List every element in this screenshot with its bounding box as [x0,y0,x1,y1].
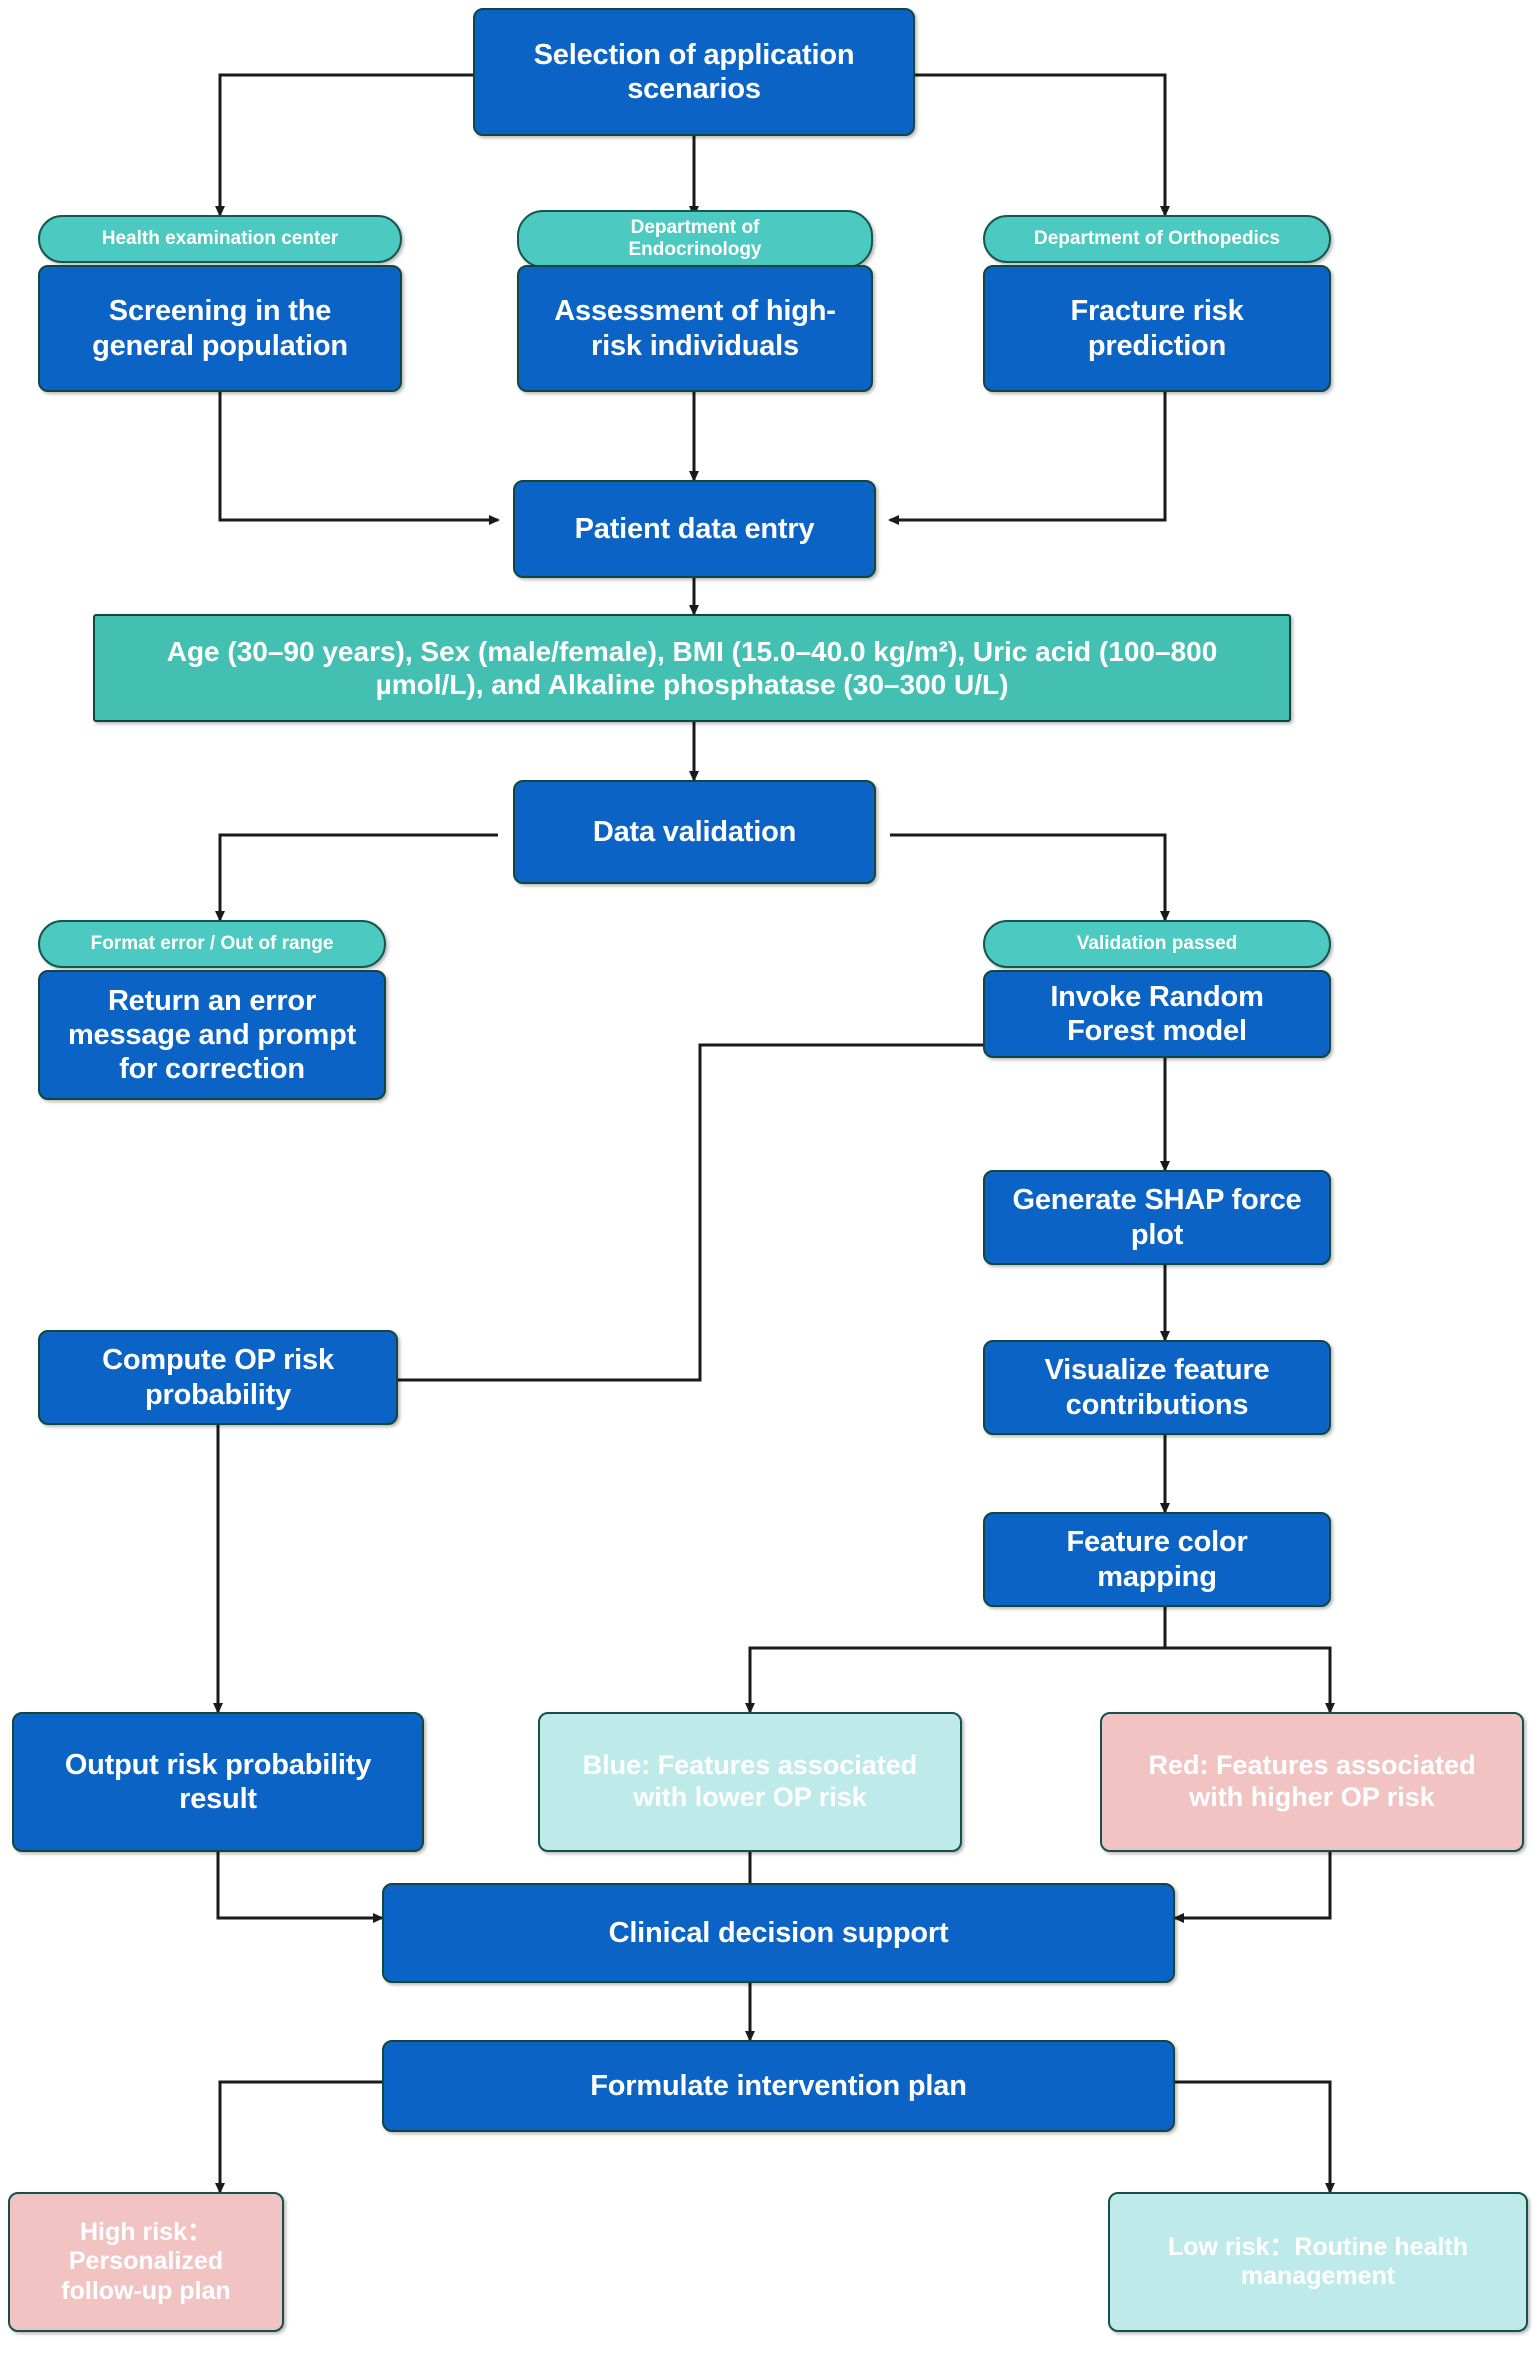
node-data-validation[interactable]: Data validation [513,780,876,884]
node-visualize-feature-contributions[interactable]: Visualize feature contributions [983,1340,1331,1435]
node-blue-features-lower-op-risk[interactable]: Blue: Features associated with lower OP … [538,1712,962,1852]
node-pill-validation-passed[interactable]: Validation passed [983,920,1331,968]
output-risk-label: Output risk probability result [64,1748,372,1815]
node-feature-color-mapping[interactable]: Feature color mapping [983,1512,1331,1607]
visualize-features-label: Visualize feature contributions [1044,1354,1270,1421]
node-clinical-decision-support[interactable]: Clinical decision support [382,1883,1175,1983]
node-compute-op-risk-probability[interactable]: Compute OP risk probability [38,1330,398,1425]
blue-features-label: Blue: Features associated with lower OP … [582,1750,918,1812]
node-screening-general-population[interactable]: Screening in the general population [38,265,402,392]
intervention-plan-label: Formulate intervention plan [590,2069,967,2102]
node-pill-health-examination-center[interactable]: Health examination center [38,215,402,263]
screening-label: Screening in the general population [92,295,348,362]
node-formulate-intervention-plan[interactable]: Formulate intervention plan [382,2040,1175,2132]
node-red-features-higher-op-risk[interactable]: Red: Features associated with higher OP … [1100,1712,1524,1852]
node-low-risk-routine-management[interactable]: Low risk：Routine health management [1108,2192,1528,2332]
pill-validation-passed-label: Validation passed [1076,932,1238,954]
node-output-risk-probability-result[interactable]: Output risk probability result [12,1712,424,1852]
pill-format-error-label: Format error / Out of range [90,932,334,954]
node-patient-data-entry[interactable]: Patient data entry [513,480,876,578]
invoke-rf-label: Invoke Random Forest model [1050,980,1264,1047]
low-risk-label: Low risk：Routine health management [1167,2232,1469,2291]
pill-health-center-label: Health examination center [101,227,339,249]
node-input-variables-band[interactable]: Age (30–90 years), Sex (male/female), BM… [93,614,1291,722]
node-selection-label: Selection of application scenarios [533,38,855,105]
red-features-label: Red: Features associated with higher OP … [1148,1750,1476,1812]
input-variables-label: Age (30–90 years), Sex (male/female), BM… [166,635,1218,700]
node-pill-format-error-out-of-range[interactable]: Format error / Out of range [38,920,386,968]
node-pill-department-of-orthopedics[interactable]: Department of Orthopedics [983,215,1331,263]
node-assessment-high-risk-individuals[interactable]: Assessment of high- risk individuals [517,265,873,392]
patient-data-entry-label: Patient data entry [574,512,815,545]
compute-op-risk-label: Compute OP risk probability [102,1344,334,1411]
data-validation-label: Data validation [592,815,797,848]
high-risk-label: High risk：Personalized follow-up plan [61,2217,231,2305]
feature-color-mapping-label: Feature color mapping [1066,1526,1248,1593]
pill-endocrinology-label: Department of Endocrinology [628,216,762,260]
generate-shap-label: Generate SHAP force plot [1012,1184,1302,1251]
node-generate-shap-force-plot[interactable]: Generate SHAP force plot [983,1170,1331,1265]
node-high-risk-followup-plan[interactable]: High risk：Personalized follow-up plan [8,2192,284,2332]
node-selection-of-application-scenarios[interactable]: Selection of application scenarios [473,8,915,136]
assessment-label: Assessment of high- risk individuals [554,295,836,362]
fracture-label: Fracture risk prediction [1070,295,1244,362]
return-error-label: Return an error message and prompt for c… [67,984,357,1086]
node-return-error-message[interactable]: Return an error message and prompt for c… [38,970,386,1100]
node-pill-department-of-endocrinology[interactable]: Department of Endocrinology [517,210,873,268]
pill-orthopedics-label: Department of Orthopedics [1034,227,1280,249]
node-invoke-random-forest-model[interactable]: Invoke Random Forest model [983,970,1331,1058]
clinical-decision-label: Clinical decision support [608,1916,949,1949]
node-fracture-risk-prediction[interactable]: Fracture risk prediction [983,265,1331,392]
